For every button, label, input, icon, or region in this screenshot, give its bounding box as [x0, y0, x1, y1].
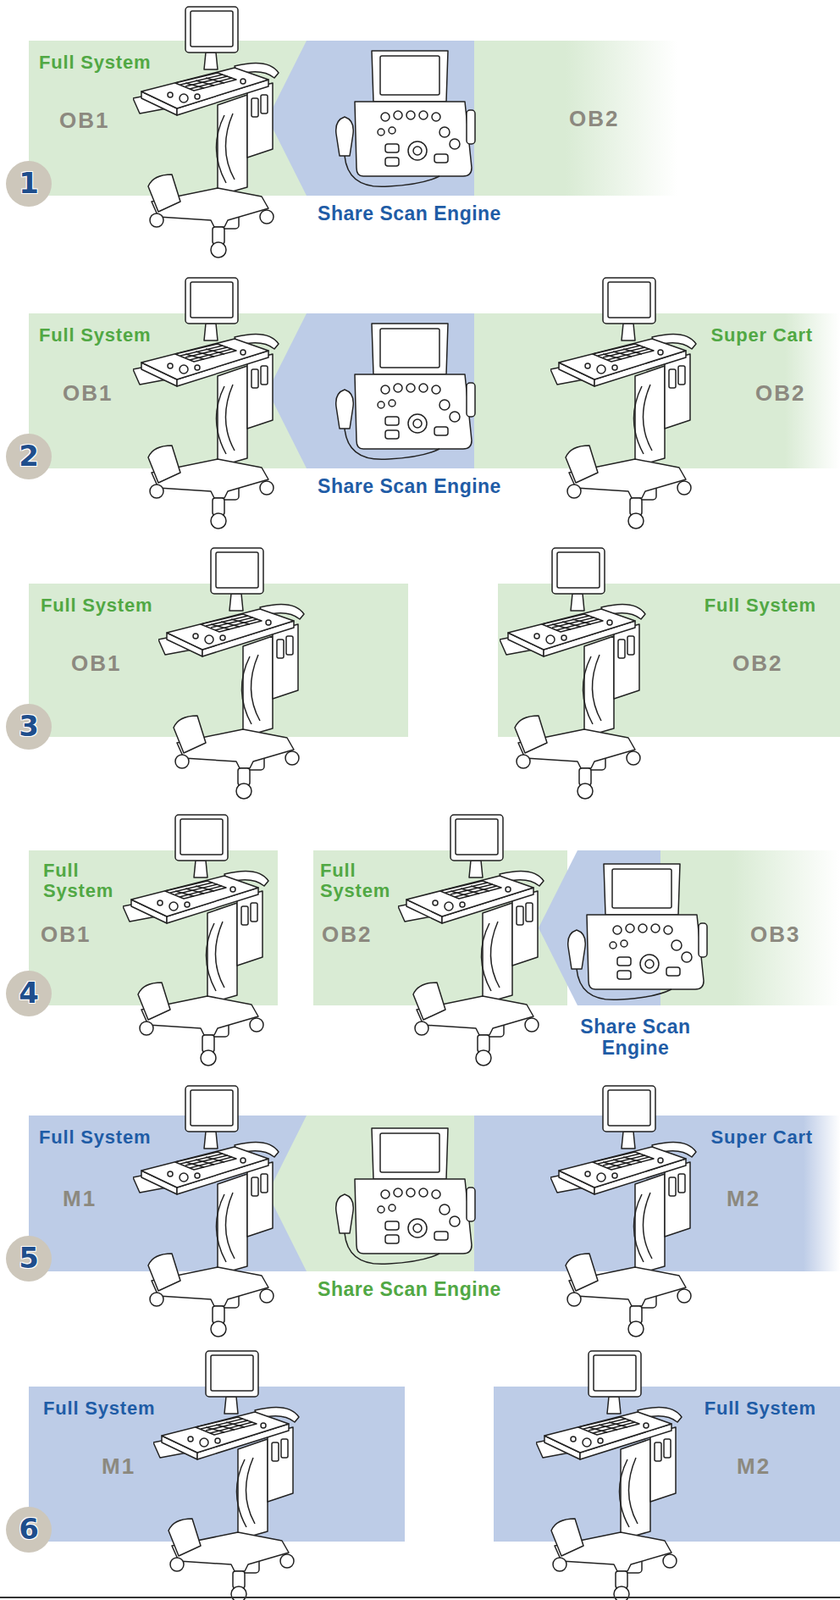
system-band: Full SystemM1 [28, 1386, 405, 1542]
system-band: Full SystemOB1 [28, 850, 278, 1006]
room-label: OB1 [59, 108, 110, 133]
system-label: Super Cart [711, 1127, 813, 1148]
row-number-badge: 6 [5, 1506, 52, 1553]
row-number-badge: 4 [5, 970, 52, 1017]
system-label: Full System [704, 595, 817, 616]
row-number-badge: 3 [5, 703, 52, 750]
system-band: Full SystemM2 [493, 1386, 840, 1542]
system-band: OB3 [660, 850, 840, 1006]
room-label: M1 [62, 1186, 97, 1211]
row-number: 4 [5, 970, 52, 1017]
system-band: Super CartOB2 [474, 313, 840, 469]
system-band: Full SystemOB2 [313, 850, 568, 1006]
room-label: OB1 [62, 381, 113, 406]
system-label: Full System [320, 860, 397, 901]
row-number-badge: 1 [5, 160, 52, 207]
system-band: Full SystemOB1 [28, 583, 409, 737]
room-label: OB2 [321, 922, 372, 947]
system-label: Full System [38, 52, 151, 73]
system-label: Super Cart [711, 325, 813, 346]
room-label: OB2 [732, 651, 783, 676]
system-label: Full System [40, 595, 153, 616]
system-label: Full System [43, 860, 120, 901]
system-label: Full System [38, 1127, 151, 1148]
system-label: Full System [43, 1398, 155, 1419]
row-number-badge: 5 [5, 1235, 52, 1282]
room-label: OB1 [71, 651, 122, 676]
engine-label: Share Scan Engine [572, 1016, 700, 1060]
engine-label: Share Scan Engine [267, 203, 552, 225]
system-band: OB2 [474, 40, 678, 196]
row-number: 3 [5, 703, 52, 750]
row-number: 5 [5, 1235, 52, 1282]
room-label: OB2 [755, 381, 806, 406]
room-label: M1 [101, 1453, 136, 1479]
room-label: OB1 [40, 922, 91, 947]
room-label: OB3 [750, 922, 801, 947]
row-number-badge: 2 [5, 433, 52, 480]
system-label: Full System [704, 1398, 817, 1419]
engine-label: Share Scan Engine [267, 475, 552, 498]
bottom-rule [0, 1596, 840, 1598]
row-number: 1 [5, 160, 52, 207]
room-label: M2 [736, 1453, 771, 1479]
room-label: OB2 [569, 106, 619, 132]
system-band: Full SystemOB2 [497, 583, 840, 737]
system-band: Super CartM2 [474, 1115, 840, 1272]
system-label: Full System [38, 325, 151, 346]
room-label: M2 [726, 1186, 761, 1211]
engine-label: Share Scan Engine [267, 1278, 552, 1300]
row-number: 2 [5, 433, 52, 480]
row-number: 6 [5, 1506, 52, 1553]
